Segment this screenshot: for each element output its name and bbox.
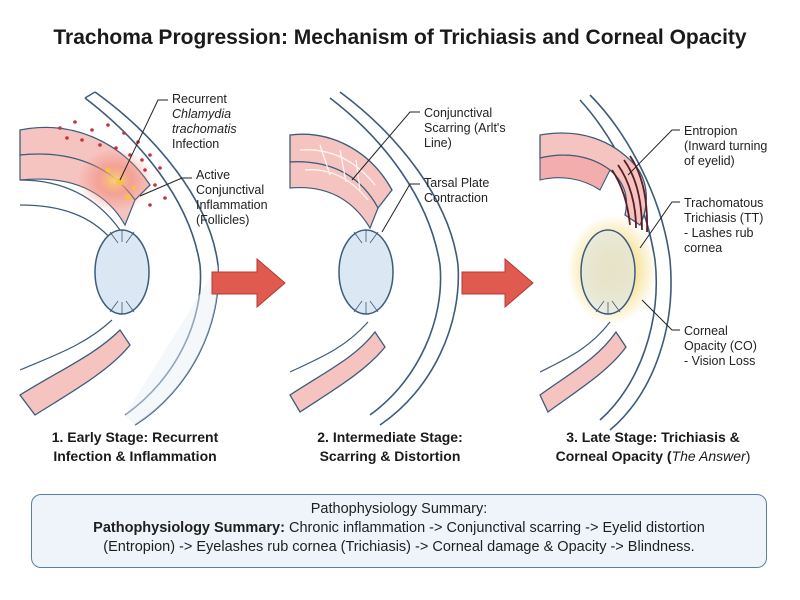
- stage3-eyelashes: [611, 155, 649, 233]
- summary-heading: Pathophysiology Summary:: [310, 501, 488, 517]
- stage3-lower-lid: [539, 330, 627, 413]
- stage3-label: 3. Late Stage: Trichiasis & Corneal Opac…: [555, 429, 751, 464]
- stage2-lower-lid: [289, 330, 386, 413]
- callout-tarsal-contraction: Tarsal Plate Contraction: [424, 176, 490, 205]
- stage3-eye-illustration: [539, 94, 672, 431]
- stage3-leaders: [627, 129, 680, 331]
- callout-active-inflammation: Active Conjunctival Inflammation (Follic…: [196, 168, 268, 227]
- pathophysiology-summary-box: Pathophysiology Summary: Pathophysiology…: [31, 494, 767, 568]
- stage1-inflammation: [77, 148, 153, 212]
- callout-entropion: Entropion (Inward turning of eyelid): [684, 124, 768, 168]
- callout-recurrent-infection: Recurrent Chlamydia trachomatis Infectio…: [172, 92, 237, 151]
- stage1-eye-illustration: [19, 91, 220, 426]
- page-title: Trachoma Progression: Mechanism of Trich…: [53, 26, 747, 49]
- callout-corneal-opacity: Corneal Opacity (CO) - Vision Loss: [684, 324, 757, 368]
- callout-trichiasis: Trachomatous Trichiasis (TT) - Lashes ru…: [684, 196, 764, 255]
- callout-conjunctival-scarring: Conjunctival Scarring (Arlt's Line): [424, 106, 506, 150]
- stage1-bacteria-dots: [58, 120, 167, 207]
- progress-arrow-2: [461, 257, 534, 309]
- stage2-lens: [338, 229, 394, 315]
- summary-line-2: Pathophysiology Summary: Chronic inflamm…: [93, 520, 705, 536]
- summary-line-3: (Entropion) -> Eyelashes rub cornea (Tri…: [103, 539, 695, 555]
- stage1-leaders: [119, 99, 192, 197]
- stage3-lens: [580, 229, 636, 315]
- stage1-lens: [94, 229, 150, 315]
- stage2-leaders: [351, 111, 420, 233]
- progress-arrow-1: [211, 257, 286, 309]
- stage1-label: 1. Early Stage: Recurrent Infection & In…: [51, 429, 219, 464]
- stage1-lower-lid: [19, 328, 131, 416]
- the-answer-emphasis: The Answer: [671, 448, 746, 464]
- stage2-scarring: [299, 144, 376, 201]
- stage2-label: 2. Intermediate Stage: Scarring & Distor…: [317, 429, 463, 464]
